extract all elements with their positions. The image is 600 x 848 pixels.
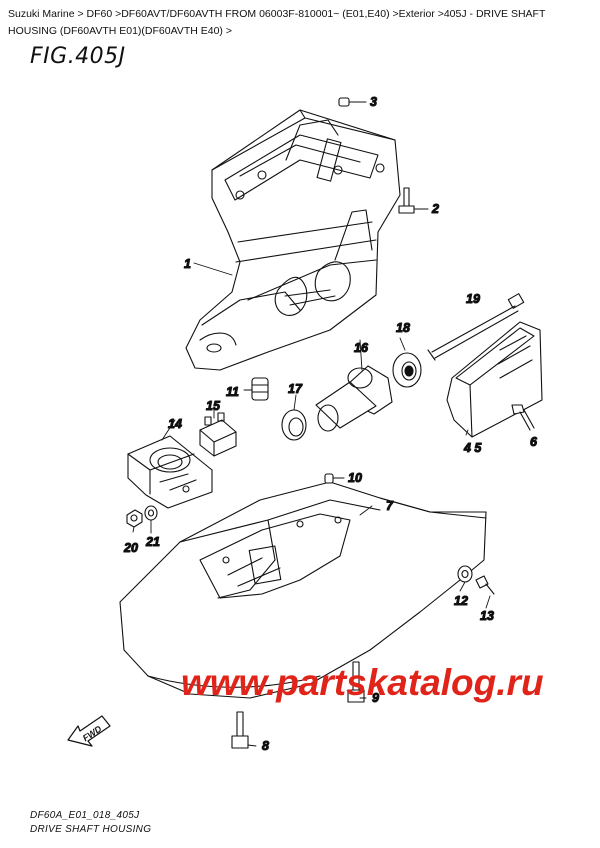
part-4-5-cover[interactable]	[446, 321, 543, 438]
footer-caption: DRIVE SHAFT HOUSING	[30, 824, 152, 835]
part-15-block[interactable]	[199, 412, 237, 457]
callout-11[interactable]: 11	[225, 384, 239, 399]
callout-14[interactable]: 14	[167, 416, 182, 431]
callout-12[interactable]: 12	[453, 593, 468, 608]
watermark: www.partskatalog.ru	[181, 662, 544, 703]
part-17-seal-ring[interactable]	[281, 409, 307, 441]
callout-21[interactable]: 21	[144, 534, 160, 549]
part-7-housing-lower[interactable]	[119, 481, 487, 699]
part-8-bolt[interactable]	[231, 711, 249, 749]
callout-10[interactable]: 10	[347, 470, 362, 485]
part-2-bolt[interactable]	[398, 187, 429, 214]
callout-8[interactable]: 8	[261, 738, 269, 753]
part-3-dowel-pin[interactable]	[338, 97, 367, 107]
part-21-washer[interactable]	[144, 505, 158, 521]
part-6-bolt[interactable]	[511, 404, 535, 431]
part-16-rubber-mount[interactable]	[315, 365, 393, 432]
part-18-bushing[interactable]	[392, 352, 422, 388]
part-19-stud-bolt[interactable]	[427, 293, 525, 361]
callout-2[interactable]: 2	[430, 201, 439, 216]
figure-title: FIG.405J	[30, 44, 126, 69]
callout-20[interactable]: 20	[122, 540, 138, 555]
part-10-pin[interactable]	[324, 473, 345, 484]
part-14-mount-bracket[interactable]	[127, 435, 213, 509]
callout-3[interactable]: 3	[369, 94, 377, 109]
callout-4-5[interactable]: 4 5	[462, 440, 483, 455]
part-12-washer[interactable]	[457, 565, 473, 583]
callout-13[interactable]: 13	[479, 608, 494, 623]
part-20-nut[interactable]	[126, 509, 143, 528]
breadcrumb[interactable]: Suzuki Marine > DF60 >DF60AVT/DF60AVTH F…	[8, 8, 546, 37]
part-9-bolt[interactable]	[347, 661, 365, 703]
callout-16[interactable]: 16	[353, 340, 369, 355]
fwd-arrow-icon: FWD	[67, 715, 111, 747]
callout-18[interactable]: 18	[395, 320, 410, 335]
part-1-housing-upper[interactable]	[185, 109, 401, 371]
callout-19[interactable]: 19	[465, 291, 480, 306]
callout-15[interactable]: 15	[205, 398, 221, 413]
part-11-collar[interactable]	[251, 377, 269, 401]
callout-1[interactable]: 1	[183, 256, 191, 271]
callout-17[interactable]: 17	[287, 381, 303, 396]
footer-code: DF60A_E01_018_405J	[30, 810, 140, 821]
callout-6[interactable]: 6	[529, 434, 538, 449]
callout-7[interactable]: 7	[385, 498, 394, 513]
part-13-bolt[interactable]	[475, 575, 495, 595]
leader-lines	[132, 262, 491, 747]
callout-9[interactable]: 9	[371, 690, 379, 705]
